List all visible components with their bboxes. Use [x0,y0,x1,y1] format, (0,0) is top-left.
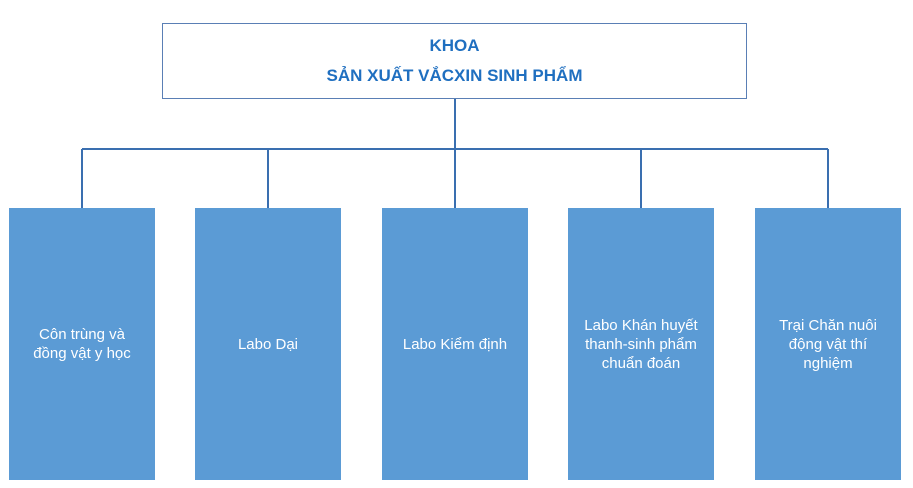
child-label: Côn trùng và đồng vật y học [33,326,131,362]
child-node-trai-chan-nuoi: Trại Chăn nuôi động vật thí nghiệm [755,208,901,480]
root-title: KHOA [429,36,480,55]
child-label: Labo Kiểm định [402,335,508,353]
child-node-labo-kiem-dinh: Labo Kiểm định [382,208,528,480]
root-node: KHOA SẢN XUẤT VẮCXIN SINH PHẨM [162,23,747,99]
child-node-labo-khang-huyet-thanh: Labo Khán huyết thanh-sinh phẩm chuẩn đo… [568,208,714,480]
child-label: Trại Chăn nuôi động vật thí nghiệm [779,316,877,372]
root-subtitle: SẢN XUẤT VẮCXIN SINH PHẨM [326,66,583,85]
child-node-insects-animals: Côn trùng và đồng vật y học [9,208,155,480]
child-label: Labo Khán huyết thanh-sinh phẩm chuẩn đo… [584,316,698,372]
child-node-labo-dai: Labo Dại [195,208,341,480]
child-label: Labo Dại [237,335,299,353]
